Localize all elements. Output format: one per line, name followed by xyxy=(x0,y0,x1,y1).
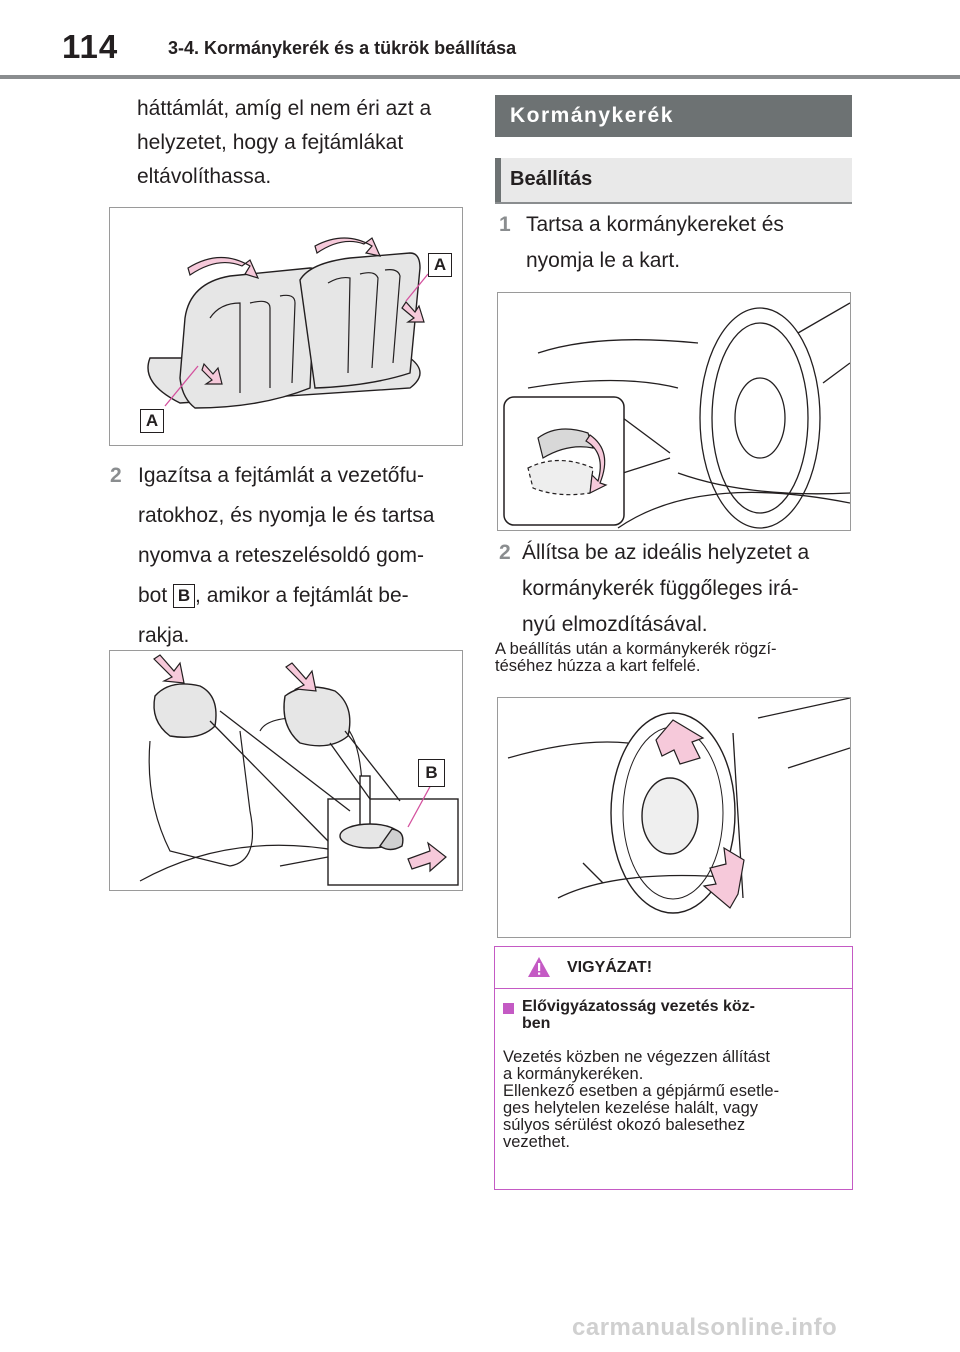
step-line: rakja. xyxy=(138,624,190,647)
steering-tilt-illustration xyxy=(507,697,851,914)
step-line: nyú elmozdításával. xyxy=(522,613,708,636)
inline-callout-b: B xyxy=(173,584,196,609)
figure-headrest-install: B xyxy=(109,650,463,891)
step-line-pre: bot xyxy=(138,584,168,607)
step-line: nyomja le a kart. xyxy=(526,249,681,272)
step-2-right: 2 Állítsa be az ideális helyzetet a korm… xyxy=(495,536,855,642)
section-heading: Kormánykerék xyxy=(495,95,852,137)
intro-line: háttámlát, amíg el nem éri azt a xyxy=(137,97,432,120)
callout-label-a: A xyxy=(428,253,452,277)
step-2-left: 2 Igazítsa a fejtámlát a vezetőfu- ratok… xyxy=(110,459,465,653)
caution-line: ges helytelen kezelése halált, vagy xyxy=(503,1099,758,1117)
callout-label-b: B xyxy=(418,759,445,787)
caution-line: súlyos sérülést okozó balesethez xyxy=(503,1116,746,1134)
subsection-title: Beállítás xyxy=(510,168,593,190)
step-line: bot B, amikor a fejtámlát be- xyxy=(138,579,465,613)
subsection-heading: Beállítás xyxy=(495,158,852,204)
caution-line: Ellenkező esetben a gépjármű esetle- xyxy=(503,1082,780,1100)
caution-heading-line: ben xyxy=(522,1015,551,1032)
caution-box: VIGYÁZAT! Elővigyázatosság vezetés köz- … xyxy=(494,946,853,1190)
bullet-square-icon xyxy=(503,1003,514,1014)
subsection-marker xyxy=(495,158,501,202)
figure-steering-tilt xyxy=(497,697,851,938)
caution-line: a kormánykeréken. xyxy=(503,1065,644,1083)
seatback-illustration xyxy=(147,237,429,409)
steering-lever-illustration xyxy=(503,302,851,529)
warning-triangle-icon xyxy=(528,957,550,977)
intro-line: helyzetet, hogy a fejtámlákat xyxy=(137,131,404,154)
callout-label-a: A xyxy=(140,409,164,433)
step-1-right: 1 Tartsa a kormánykereket és nyomja le a… xyxy=(495,208,850,278)
footer-watermark[interactable]: carmanualsonline.info xyxy=(572,1314,838,1341)
step-number: 1 xyxy=(499,213,511,236)
step-line: ratokhoz, és nyomja le és tartsa xyxy=(138,504,435,527)
figure-steering-lever xyxy=(497,292,851,531)
step-line: Állítsa be az ideális helyzetet a xyxy=(522,541,810,564)
step-line-post: , amikor a fejtámlát be- xyxy=(195,584,409,607)
intro-line: eltávolíthassa. xyxy=(137,165,272,188)
note-line: A beállítás után a kormánykerék rögzí- xyxy=(495,640,777,658)
header-divider xyxy=(0,75,960,79)
step-line: kormánykerék függőleges irá- xyxy=(522,577,799,600)
caution-title: VIGYÁZAT! xyxy=(567,959,653,976)
caution-header: VIGYÁZAT! xyxy=(495,947,852,989)
step-number: 2 xyxy=(499,541,511,564)
caution-line: Vezetés közben ne végezzen állítást xyxy=(503,1048,770,1066)
caution-heading: Elővigyázatosság vezetés köz- ben xyxy=(522,998,842,1032)
caution-body: Vezetés közben ne végezzen állítást a ko… xyxy=(503,1049,843,1151)
figure-seatback-folding: A A xyxy=(109,207,463,446)
step-line: nyomva a reteszelésoldó gom- xyxy=(138,544,424,567)
page-number: 114 xyxy=(62,28,119,65)
chapter-title: 3-4. Kormánykerék és a tükrök beállítása xyxy=(168,38,517,58)
caution-line: vezethet. xyxy=(503,1133,570,1151)
note-line: téséhez húzza a kart felfelé. xyxy=(495,657,701,675)
note-paragraph: A beállítás után a kormánykerék rögzí- t… xyxy=(495,641,850,675)
step-line: Igazítsa a fejtámlát a vezetőfu- xyxy=(138,464,424,487)
step-line: Tartsa a kormánykereket és xyxy=(526,213,784,236)
caution-heading-line: Elővigyázatosság vezetés köz- xyxy=(522,998,755,1015)
headrest-illustration xyxy=(139,654,459,886)
step-number: 2 xyxy=(110,464,122,487)
intro-paragraph: háttámlát, amíg el nem éri azt a helyzet… xyxy=(137,92,467,194)
